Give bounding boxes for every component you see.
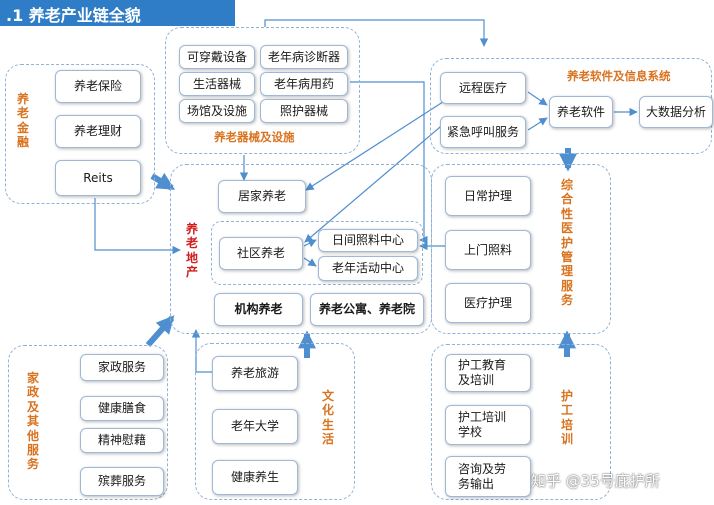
equipment-item-care-devices: 照护器械 xyxy=(260,99,348,123)
finance-group xyxy=(5,64,155,204)
arrow-reits-to-realestate xyxy=(150,172,176,191)
equipment-item-venues: 场馆及设施 xyxy=(179,99,255,123)
equipment-item-living: 生活器械 xyxy=(179,72,255,96)
training-group xyxy=(431,344,611,500)
arrow-housekeeping-to-realestate xyxy=(145,315,175,347)
arrow-telemedicine-to-software xyxy=(527,91,548,106)
equipment-item-wearable: 可穿戴设备 xyxy=(179,45,255,69)
medical-label: 综合性医护管理服务 xyxy=(560,178,573,308)
realestate-community: 社区养老 xyxy=(219,237,303,270)
software-item-bigdata: 大数据分析 xyxy=(639,96,713,128)
housekeeping-item-domestic: 家政服务 xyxy=(80,354,164,381)
community-subgroup xyxy=(211,221,423,285)
medical-item-home: 上门照料 xyxy=(445,230,531,270)
training-item-education: 护工教育 及培训 xyxy=(445,354,531,392)
medical-group xyxy=(431,164,611,334)
page-title: .1 养老产业链全貌 xyxy=(6,6,141,25)
medical-item-care: 医疗护理 xyxy=(445,283,531,323)
housekeeping-label: 家政及其他服务 xyxy=(26,371,39,472)
arrow-equipment-to-software xyxy=(264,19,489,47)
finance-item-reits: Reits xyxy=(55,160,141,196)
realestate-activity: 老年活动中心 xyxy=(318,256,418,281)
software-item-software: 养老软件 xyxy=(549,96,613,128)
equipment-group xyxy=(165,27,360,154)
arrow-community-to-daycare xyxy=(303,239,317,248)
realestate-label: 养老地产 xyxy=(185,222,198,280)
culture-item-wellness: 健康养生 xyxy=(212,460,298,495)
housekeeping-group xyxy=(8,345,168,500)
watermark-text: 知乎 @35号庇护所 xyxy=(531,472,660,490)
training-item-labor: 咨询及劳 务输出 xyxy=(445,456,531,497)
culture-item-tourism: 养老旅游 xyxy=(212,356,298,391)
culture-label: 文化生活 xyxy=(321,389,334,447)
equipment-label: 养老器械及设施 xyxy=(214,130,295,144)
housekeeping-item-diet: 健康膳食 xyxy=(80,396,164,421)
culture-item-university: 老年大学 xyxy=(212,409,298,444)
arrow-emergency-to-software xyxy=(527,117,548,131)
arrow-tourism-to-realestate xyxy=(191,329,212,373)
realestate-home: 居家养老 xyxy=(218,180,306,213)
housekeeping-item-funeral: 殡葬服务 xyxy=(80,467,164,496)
software-item-telemedicine: 远程医疗 xyxy=(440,72,526,104)
equipment-item-medicine: 老年病用药 xyxy=(260,72,348,96)
realestate-institution: 机构养老 xyxy=(214,293,303,326)
medical-item-daily: 日常护理 xyxy=(445,176,531,216)
arrow-reits-line-to-realestate xyxy=(94,198,181,255)
finance-label: 养老金融 xyxy=(16,92,29,150)
finance-item-wealth: 养老理财 xyxy=(55,115,141,148)
realestate-apartment: 养老公寓、养老院 xyxy=(310,293,424,326)
training-label: 护工培训 xyxy=(560,389,573,447)
software-item-emergency: 紧急呼叫服务 xyxy=(440,116,526,148)
title-bar: .1 养老产业链全貌 xyxy=(0,0,235,26)
culture-group xyxy=(195,343,355,500)
finance-item-insurance: 养老保险 xyxy=(55,70,141,103)
arrow-telemedicine-to-home xyxy=(305,99,447,191)
training-item-school: 护工培训 学校 xyxy=(445,405,531,445)
housekeeping-item-spiritual: 精神慰藉 xyxy=(80,428,164,453)
arrow-emergency-to-community xyxy=(304,121,447,243)
equipment-item-diagnostic: 老年病诊断器 xyxy=(260,45,348,69)
arrow-community-to-activity xyxy=(303,257,317,267)
software-label: 养老软件及信息系统 xyxy=(567,69,671,83)
realestate-daycare: 日间照料中心 xyxy=(318,229,418,252)
